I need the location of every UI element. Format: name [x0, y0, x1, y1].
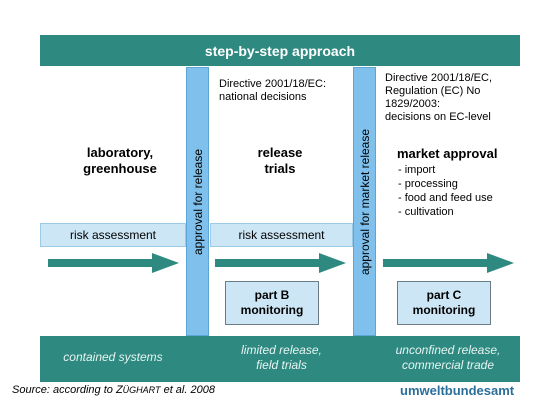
- title-bar: step-by-step approach: [40, 35, 520, 66]
- market-directive: Directive 2001/18/EC, Regulation (EC) No…: [385, 72, 520, 124]
- risk-assessment-box-1: risk assessment: [40, 223, 186, 247]
- approval-for-market-release-label: approval for market release: [357, 128, 372, 275]
- market-directive-line-1: Directive 2001/18/EC,: [385, 72, 492, 84]
- part-b-monitoring-box: part B monitoring: [225, 281, 319, 325]
- approval-for-market-release-bar: approval for market release: [353, 67, 376, 336]
- market-approval-heading: market approval: [397, 146, 498, 161]
- unconfined-release-line-2: commercial trade: [401, 358, 495, 372]
- bottom-bar: [40, 336, 520, 382]
- market-directive-line-3: 1829/2003:: [385, 98, 441, 110]
- limited-release-line-1: limited release,: [241, 343, 322, 357]
- release-heading-line-2: trials: [264, 161, 296, 176]
- part-b-label: part B: [254, 288, 290, 302]
- release-directive: Directive 2001/18/EC: national decisions: [219, 78, 349, 104]
- arrow-right-icon: [383, 253, 514, 273]
- market-directive-line-4: decisions on EC-level: [385, 111, 491, 123]
- market-approval-list: - import - processing - food and feed us…: [398, 163, 516, 219]
- approval-for-release-label: approval for release: [190, 148, 205, 255]
- contained-systems-text: contained systems: [63, 350, 163, 364]
- part-c-monitoring-box: part C monitoring: [397, 281, 491, 325]
- laboratory-heading-line-2: greenhouse: [83, 161, 157, 176]
- unconfined-release-line-1: unconfined release,: [395, 343, 501, 357]
- release-directive-line-2: national decisions: [219, 91, 307, 103]
- list-item: - food and feed use: [398, 192, 493, 204]
- title: step-by-step approach: [204, 42, 356, 59]
- laboratory-heading: laboratory, greenhouse: [60, 145, 180, 177]
- part-c-label: part C: [426, 288, 462, 302]
- market-directive-line-2: Regulation (EC) No: [385, 85, 481, 97]
- approval-for-release-bar: approval for release: [186, 67, 209, 336]
- arrow-right-icon: [215, 253, 346, 273]
- brand-text: umweltbundesamt: [400, 383, 515, 398]
- list-item: - processing: [398, 178, 458, 190]
- arrow-right-icon: [48, 253, 179, 273]
- part-c-monitoring-label: monitoring: [412, 303, 476, 317]
- limited-release-line-2: field trials: [256, 358, 307, 372]
- risk-assessment-box-2: risk assessment: [210, 223, 353, 247]
- source-citation: Source: according to ZÜGHART et al. 2008: [12, 384, 215, 396]
- release-directive-line-1: Directive 2001/18/EC:: [219, 78, 326, 90]
- unconfined-release-label: unconfined release, commercial trade: [376, 343, 520, 373]
- release-heading: release trials: [215, 145, 345, 177]
- list-item: - cultivation: [398, 206, 454, 218]
- umweltbundesamt-logo: umweltbundesamt: [400, 383, 514, 398]
- limited-release-label: limited release, field trials: [209, 343, 354, 373]
- contained-systems-label: contained systems: [40, 350, 186, 365]
- part-b-monitoring-label: monitoring: [240, 303, 304, 317]
- release-heading-line-1: release: [257, 145, 303, 160]
- list-item: - import: [398, 164, 436, 176]
- source-author: ÜGHART: [122, 385, 161, 395]
- source-prefix: Source: according to Z: [12, 384, 123, 396]
- risk-assessment-label: risk assessment: [238, 228, 325, 242]
- source-suffix: et al. 2008: [160, 384, 215, 396]
- laboratory-heading-line-1: laboratory,: [86, 145, 154, 160]
- risk-assessment-label: risk assessment: [69, 228, 157, 242]
